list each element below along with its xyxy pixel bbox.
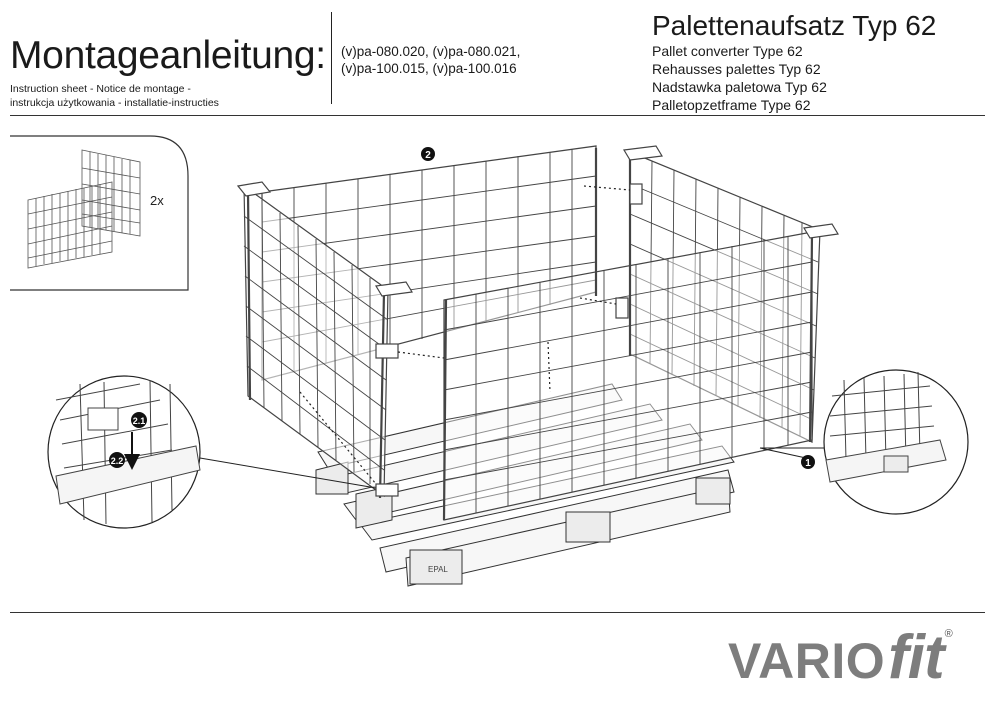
product-title: Palettenaufsatz Typ 62 [652, 10, 937, 41]
subtitle-languages-1: Instruction sheet - Notice de montage - [10, 83, 191, 95]
detail-circle-left: 2.1 2.2 [47, 375, 201, 529]
quantity-label: 2x [150, 193, 164, 208]
callout-lines [199, 447, 826, 489]
subtitle-languages-2: instrukcja użytkowania - installatie-ins… [10, 97, 219, 109]
step-2-1-marker: 2.1 [133, 416, 146, 426]
inset-folded-frames: 2x [10, 135, 189, 291]
brand-logo: VARIOfit® [728, 622, 953, 693]
step-1-marker: 1 [805, 458, 811, 469]
header-rule [10, 115, 985, 116]
brand-fit: fit [888, 623, 945, 692]
product-translation-pl: Nadstawka paletowa Typ 62 [652, 79, 827, 95]
assembly-guides [299, 185, 631, 485]
detail-circle-right [823, 369, 969, 515]
product-translation-nl: Palletopzetframe Type 62 [652, 97, 811, 113]
page-title: Montageanleitung: [10, 34, 326, 77]
brand-vario: VARIO [728, 633, 886, 689]
step-2-2-marker: 2.2 [111, 456, 124, 466]
pallet-stamp: EPAL [428, 565, 448, 574]
header-divider [331, 12, 332, 104]
article-numbers-1: (v)pa-080.020, (v)pa-080.021, [341, 44, 521, 59]
article-numbers-2: (v)pa-100.015, (v)pa-100.016 [341, 61, 517, 76]
product-translation-fr: Rehausses palettes Typ 62 [652, 61, 821, 77]
euro-pallet: EPAL [315, 383, 735, 587]
product-translation-en: Pallet converter Type 62 [652, 43, 803, 59]
mesh-frame [236, 145, 839, 521]
step-markers: 2 1 [421, 147, 815, 469]
footer-rule [10, 612, 985, 613]
step-2-marker: 2 [425, 150, 431, 161]
assembly-illustration: 2x EPAL [10, 135, 969, 587]
registered-mark: ® [944, 628, 954, 640]
